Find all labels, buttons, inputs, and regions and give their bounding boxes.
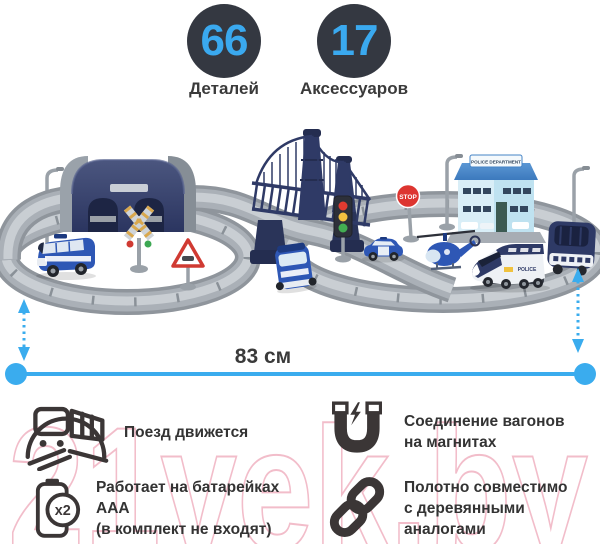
police-car [362, 237, 404, 263]
traffic-light [333, 195, 353, 263]
stop-sign-text: STOP [399, 194, 417, 201]
feature-batteries: x2 Работает на батарейках AAA (в комплек… [0, 472, 300, 544]
street-lamp-icon [439, 154, 463, 231]
feature-train-moves: Поезд движется [0, 392, 300, 472]
feature-text-line: Полотно совместимо [404, 478, 568, 496]
warning-triangle-sign [171, 238, 205, 291]
feature-list: Поезд движется Соединение вагонов на маг… [0, 392, 600, 544]
accessories-count-badge: 17 [317, 4, 391, 78]
accessories-count-value: 17 [330, 16, 379, 65]
feature-text-line: (в комплект не входят) [96, 520, 272, 538]
police-helicopter [416, 229, 481, 271]
toy-trainset-photo: POLICE DEPARTMENT [0, 129, 600, 315]
railroad-crossing-sign [123, 205, 155, 273]
tunnel [60, 156, 196, 232]
train-wagon [547, 221, 596, 276]
feature-text-line: Соединение вагонов [404, 413, 565, 430]
building-car-decals [461, 222, 529, 229]
stop-sign: STOP [395, 183, 421, 243]
feature-text-line: с деревянными аналогами [404, 499, 525, 538]
train-front-icon [25, 406, 109, 471]
battery-count-text: x2 [55, 503, 71, 519]
chain-link-icon [329, 477, 385, 537]
parts-count-badge: 66 [187, 4, 261, 78]
magnet-icon [332, 401, 382, 453]
feature-track-compatibility: Полотно совместимо с деревянными аналога… [300, 472, 600, 544]
dimension-label: 83 см [235, 345, 291, 368]
parts-count-label: Деталей [189, 79, 259, 98]
police-building: POLICE DEPARTMENT [446, 154, 546, 243]
battery-x2-icon: x2 [35, 478, 81, 538]
feature-magnet-coupling: Соединение вагонов на магнитах [300, 392, 600, 472]
parts-count-value: 66 [200, 16, 249, 65]
building-sign-text: POLICE DEPARTMENT [471, 160, 521, 165]
train-side-text: POLICE [518, 267, 537, 273]
feature-text-line: Работает на батарейках AAA [96, 478, 280, 517]
police-minibus [275, 242, 317, 294]
feature-text-line: Поезд движется [124, 423, 249, 441]
accessories-count-label: Аксессуаров [299, 79, 409, 98]
feature-text-line: на магнитах [404, 434, 497, 451]
train-locomotive: POLICE [470, 244, 550, 293]
police-van [36, 234, 96, 280]
